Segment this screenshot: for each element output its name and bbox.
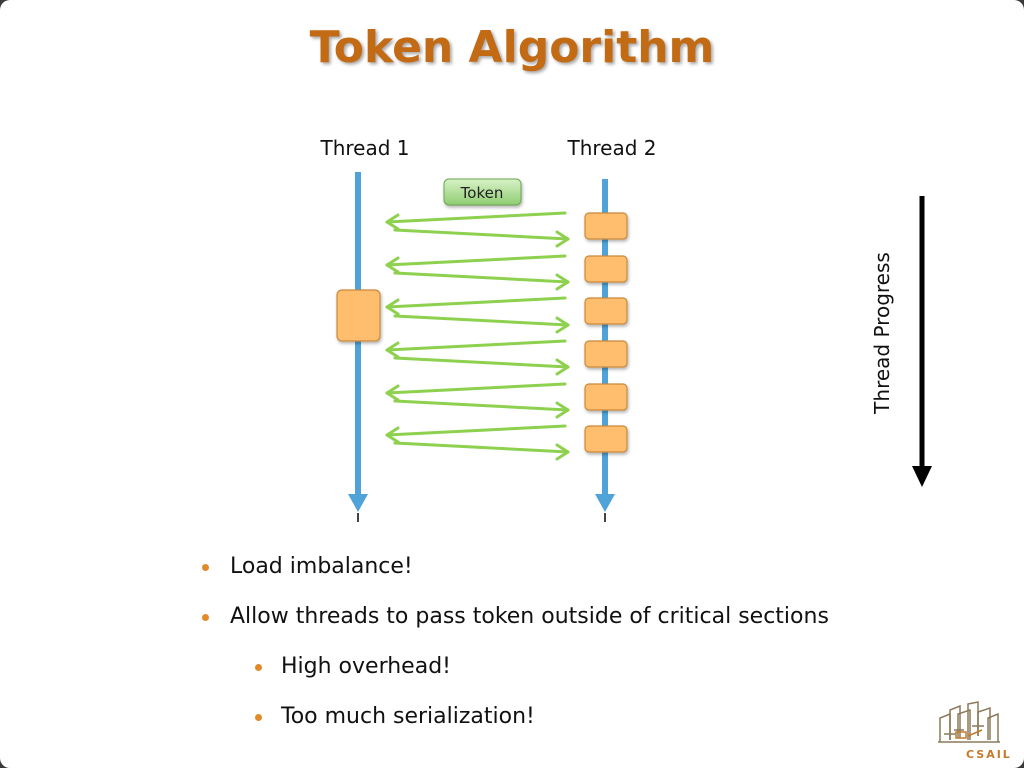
bullet-text: Too much serialization! [281, 704, 535, 729]
critical-section-block [584, 255, 628, 283]
critical-section-block [584, 212, 628, 240]
thread2-label: Thread 2 [566, 136, 656, 160]
csail-logo: CSAIL [938, 701, 1012, 761]
thread1-label: Thread 1 [319, 136, 409, 160]
sub-bullet-item: High overhead! [200, 650, 960, 700]
bullet-dot [202, 564, 209, 571]
token-label: Token [460, 184, 504, 202]
bullet-text: Allow threads to pass token outside of c… [230, 604, 829, 629]
bullet-text: Load imbalance! [230, 554, 413, 579]
sub-bullet-item: Too much serialization! [200, 700, 960, 750]
thread-progress-label: Thread Progress [870, 252, 894, 415]
thread1-timeline [348, 172, 368, 522]
handoff-arrow-left [385, 296, 567, 316]
handoff-arrow-right [393, 228, 570, 248]
handoff-arrow-right [393, 314, 570, 334]
bullet-dot [255, 664, 262, 671]
handoff-arrow-right [393, 399, 570, 419]
handoff-arrow-left [385, 424, 567, 444]
bullet-item: Load imbalance! [200, 550, 960, 600]
bullet-text: High overhead! [281, 654, 451, 679]
thread1-critical-section [336, 289, 381, 342]
bullet-list: Load imbalance! Allow threads to pass to… [200, 550, 960, 750]
thread-progress-arrow [912, 196, 932, 487]
bullet-dot [202, 614, 209, 621]
critical-section-block [584, 297, 628, 325]
bullet-dot [255, 714, 262, 721]
token-badge: Token [443, 178, 522, 206]
handoff-arrow-left [385, 382, 567, 402]
logo-text: CSAIL [966, 748, 1012, 761]
handoff-arrow-left [385, 339, 567, 359]
handoff-arrow-left [385, 254, 567, 274]
handoff-arrow-right [393, 441, 570, 461]
handoff-arrow-right [393, 356, 570, 376]
token-handoff-arrows [385, 211, 570, 461]
critical-section-block [584, 340, 628, 368]
critical-section-block [584, 425, 628, 453]
critical-section-block [584, 383, 628, 411]
handoff-arrow-right [393, 271, 570, 291]
slide-title: Token Algorithm [309, 22, 715, 73]
handoff-arrow-left [385, 211, 567, 231]
bullet-item: Allow threads to pass token outside of c… [200, 600, 960, 650]
thread2-critical-sections [584, 212, 628, 453]
